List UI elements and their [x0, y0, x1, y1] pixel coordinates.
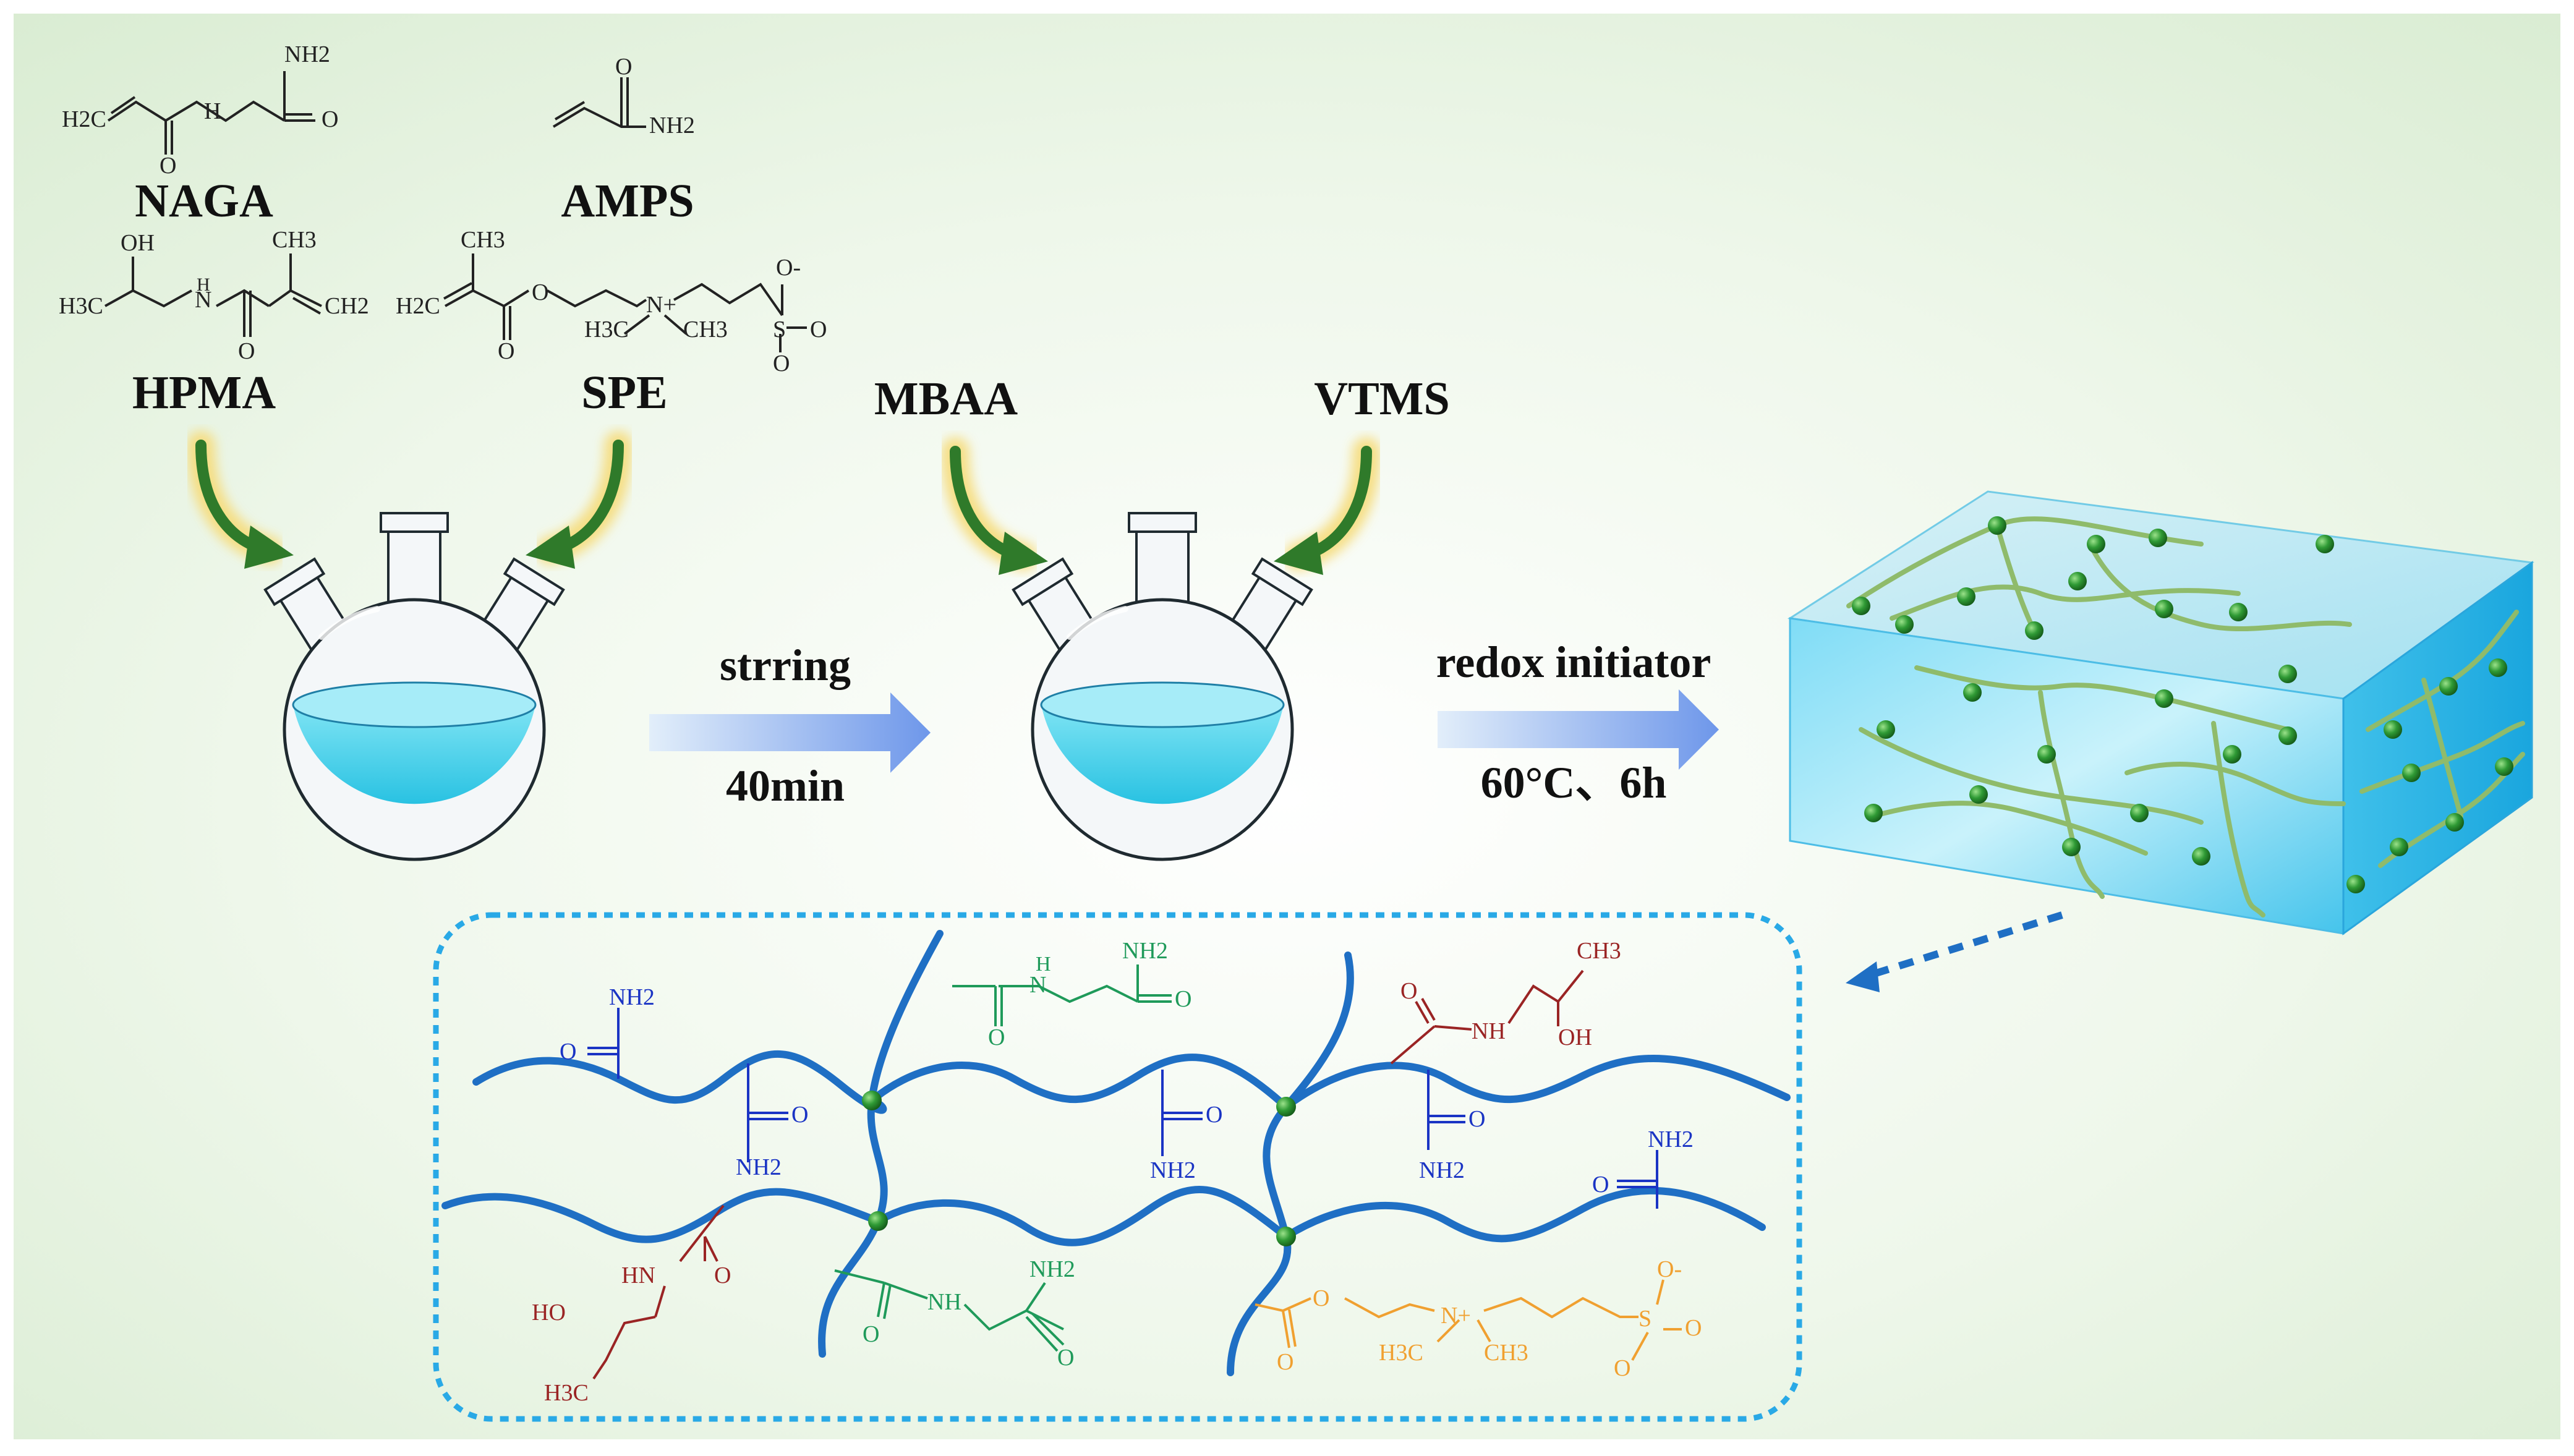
- hpma-formula: OH H3C N H CH3 CH2 O: [59, 227, 369, 364]
- spe-label: SPE: [581, 367, 667, 419]
- spe-s: S: [773, 317, 786, 343]
- spe-ch3: CH3: [461, 227, 505, 253]
- amps-label: AMPS: [561, 175, 694, 227]
- hpma1-o: O: [1400, 978, 1417, 1004]
- spe-net-o4: O: [1614, 1355, 1630, 1381]
- hydrogel-block: [1787, 490, 2534, 935]
- spe-net-s: S: [1639, 1306, 1651, 1332]
- spe-net-o-minus: O-: [1657, 1256, 1682, 1282]
- amps-structure: [552, 77, 646, 128]
- naga1-o2: O: [1175, 986, 1191, 1012]
- spe-net-h3c: H3C: [1379, 1340, 1423, 1366]
- amide4-nh2: NH2: [1419, 1157, 1465, 1183]
- hpma2-hn: HN: [621, 1262, 655, 1288]
- spe-formula: CH3 H2C O O N+ H3C CH3 S O- O O: [396, 227, 827, 377]
- spe-net-o3: O: [1685, 1315, 1702, 1341]
- amps-nh2: NH2: [649, 113, 695, 138]
- amide1-o: O: [560, 1039, 576, 1065]
- amide2-o: O: [791, 1102, 808, 1128]
- step2-reagent: redox initiator: [1436, 637, 1711, 687]
- hpma-h: H: [197, 275, 210, 295]
- hpma-label: HPMA: [132, 367, 276, 419]
- spe-net-ch3: CH3: [1484, 1340, 1528, 1366]
- amide2-nh2: NH2: [736, 1154, 782, 1180]
- naga-o2: O: [322, 106, 338, 132]
- process-arrow-2: [1438, 689, 1719, 770]
- hpma-oh: OH: [121, 230, 155, 256]
- hpma-n: N: [195, 287, 211, 313]
- amide1-nh2: NH2: [609, 984, 655, 1010]
- step1-time: 40min: [726, 761, 845, 811]
- naga-o1: O: [160, 153, 176, 179]
- amide4-o: O: [1468, 1106, 1485, 1132]
- spe-structure: [443, 253, 807, 352]
- spe-ch3-b: CH3: [683, 317, 728, 343]
- polymer-network: [441, 930, 1791, 1376]
- hpma-structure: [104, 253, 322, 337]
- vtms-label: VTMS: [1314, 373, 1450, 425]
- amps-o: O: [615, 54, 632, 80]
- naga1-h: H: [1036, 953, 1051, 976]
- naga-h2c: H2C: [62, 106, 106, 132]
- hpma1-nh: NH: [1472, 1018, 1506, 1044]
- pendant-groups: NH2 O O NH2 O NH2 O NH2: [532, 938, 1702, 1406]
- hpma-ch2: CH2: [325, 293, 369, 319]
- hpma-ch3: CH3: [272, 227, 317, 253]
- amide5-nh2: NH2: [1648, 1126, 1694, 1152]
- spe-h3c: H3C: [584, 317, 629, 343]
- amide5-o: O: [1592, 1172, 1609, 1198]
- spe-net-o1: O: [1313, 1285, 1329, 1311]
- spe-o1: O: [532, 279, 548, 305]
- spe-o4: O: [810, 317, 827, 343]
- amide3-o: O: [1206, 1102, 1222, 1128]
- spe-n: N+: [646, 292, 676, 318]
- spe-net-n: N+: [1441, 1303, 1471, 1329]
- hpma1-oh: OH: [1558, 1024, 1592, 1050]
- hpma2-h3c: H3C: [544, 1380, 589, 1406]
- naga-label: NAGA: [135, 175, 273, 227]
- spe-net-o2: O: [1277, 1349, 1293, 1375]
- amps-formula: O NH2: [615, 54, 695, 138]
- flask-1: [265, 513, 563, 859]
- naga-structure: [107, 71, 315, 155]
- spe-o2: O: [498, 338, 514, 364]
- hydrogel-crosslink-nodes: [1852, 516, 2513, 893]
- hpma-o: O: [238, 338, 255, 364]
- hpma-h3c: H3C: [59, 293, 103, 319]
- naga1-o1: O: [988, 1024, 1005, 1050]
- step2-conditions: 60°C、6h: [1481, 758, 1667, 807]
- hpma2-o: O: [714, 1262, 731, 1288]
- naga2-o1: O: [863, 1321, 879, 1347]
- flask-2: [1013, 513, 1311, 859]
- naga2-o2: O: [1057, 1345, 1074, 1371]
- hpma1-ch3: CH3: [1577, 938, 1621, 964]
- zoom-dashed-arrow: [1846, 911, 2063, 992]
- naga-nh-h: H: [204, 98, 221, 124]
- naga1-n: N: [1029, 972, 1046, 998]
- hpma2-ho: HO: [532, 1300, 566, 1326]
- naga-formula: H2C H N NH2 O O: [62, 41, 338, 179]
- spe-o5: O: [773, 351, 790, 377]
- amide3-nh2: NH2: [1150, 1157, 1196, 1183]
- naga-nh2: NH2: [284, 41, 330, 67]
- naga2-nh: NH: [927, 1289, 961, 1315]
- naga1-nh2: NH2: [1122, 938, 1168, 964]
- network-crosslinks: [862, 1091, 1296, 1246]
- naga2-nh2: NH2: [1029, 1256, 1075, 1282]
- spe-h2c: H2C: [396, 293, 440, 319]
- spe-o-minus: O-: [776, 255, 801, 281]
- process-arrow-1: [649, 692, 931, 773]
- network-detail-box: [433, 912, 1802, 1422]
- mbaa-label: MBAA: [874, 373, 1018, 425]
- step1-condition: strring: [720, 641, 851, 690]
